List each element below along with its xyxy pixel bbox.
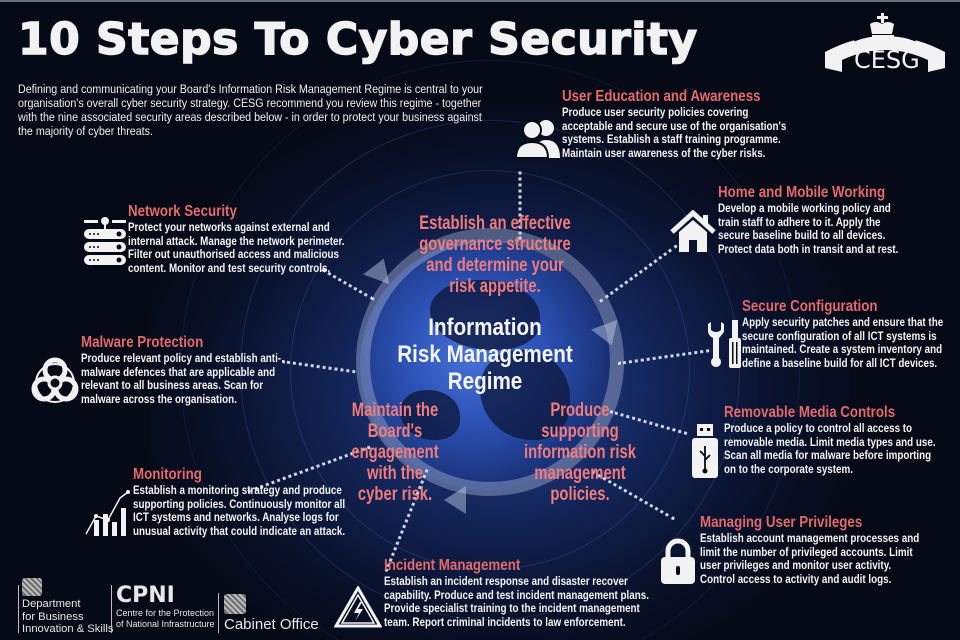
step-title: Incident Management — [384, 557, 521, 574]
step-user-education: User Education and Awareness Produce use… — [562, 88, 942, 160]
step-home-mobile: Home and Mobile Working Develop a mobile… — [718, 184, 960, 256]
intro-text: Defining and communicating your Board's … — [18, 82, 483, 138]
bis-logo: Department for Business Innovation & Ski… — [22, 578, 113, 636]
cesg-logo-text: CESG — [854, 46, 920, 74]
bis-line: for Business — [22, 610, 84, 623]
phase-board-engagement: Maintain the Board's engagement with the… — [351, 400, 439, 505]
step-title: User Education and Awareness — [562, 88, 761, 105]
chart-icon — [85, 490, 130, 536]
step-title: Removable Media Controls — [724, 404, 896, 421]
divider — [218, 593, 219, 633]
phase-produce-policies: Produce supporting information risk mana… — [523, 400, 636, 505]
step-title: Monitoring — [133, 466, 202, 483]
step-title: Managing User Privileges — [700, 514, 863, 531]
cabinet-office-logo: Cabinet Office — [224, 594, 319, 633]
step-monitoring: Monitoring Establish a monitoring strate… — [133, 466, 513, 538]
page-title: 10 Steps To Cyber Security — [17, 14, 698, 65]
step-body: Establish account management processes a… — [700, 531, 920, 586]
phase-governance: Establish an effective governance struct… — [419, 213, 571, 297]
step-body: Establish an incident response and disas… — [384, 574, 649, 629]
step-body: Develop a mobile working policy and trai… — [718, 201, 899, 256]
step-incident-management: Incident Management Establish an inciden… — [384, 557, 854, 629]
cesg-logo: CESG — [820, 10, 950, 80]
step-malware-protection: Malware Protection Produce relevant poli… — [81, 334, 461, 406]
divider — [18, 585, 19, 633]
house-icon — [670, 210, 716, 252]
top-border — [0, 0, 960, 2]
step-secure-config: Secure Configuration Apply security patc… — [742, 298, 960, 370]
step-network-security: Network Security Protect your networks a… — [128, 203, 508, 275]
royal-crest-icon — [224, 594, 246, 614]
bis-line: Department — [22, 598, 81, 610]
step-removable-media: Removable Media Controls Produce a polic… — [724, 404, 960, 476]
royal-crest-icon — [22, 578, 42, 596]
users-icon — [516, 120, 560, 158]
bis-line: Innovation & Skills — [22, 623, 114, 635]
step-title: Secure Configuration — [742, 298, 878, 315]
step-body: Protect your networks against external a… — [128, 220, 345, 275]
cpni-name: CPNI — [116, 583, 175, 608]
cpni-line: Centre for the Protection — [116, 608, 215, 618]
step-title: Network Security — [128, 203, 237, 220]
step-title: Malware Protection — [81, 334, 204, 351]
step-user-privileges: Managing User Privileges Establish accou… — [700, 514, 960, 586]
step-body: Produce user security policies covering … — [562, 105, 787, 160]
tools-icon — [708, 320, 741, 368]
cabinet-office-name: Cabinet Office — [224, 616, 319, 633]
biohazard-icon — [31, 357, 79, 403]
warning-triangle-icon — [334, 586, 382, 628]
cpni-line: of National Infrastructure — [116, 618, 215, 629]
step-body: Produce relevant policy and establish an… — [81, 351, 282, 406]
crown-ring-icon — [825, 13, 945, 72]
step-body: Establish a monitoring strategy and prod… — [133, 483, 346, 538]
step-body: Produce a policy to control all access t… — [724, 421, 936, 476]
cycle-arrow-icon — [444, 486, 466, 514]
usb-icon — [692, 424, 718, 478]
server-icon — [84, 217, 126, 265]
divider — [111, 585, 112, 633]
padlock-icon — [661, 538, 695, 584]
step-title: Home and Mobile Working — [718, 184, 886, 201]
step-body: Apply security patches and ensure that t… — [742, 315, 944, 370]
cpni-logo: CPNI Centre for the Protection of Nation… — [116, 584, 215, 629]
center-title: Information Risk Management Regime — [397, 314, 573, 395]
